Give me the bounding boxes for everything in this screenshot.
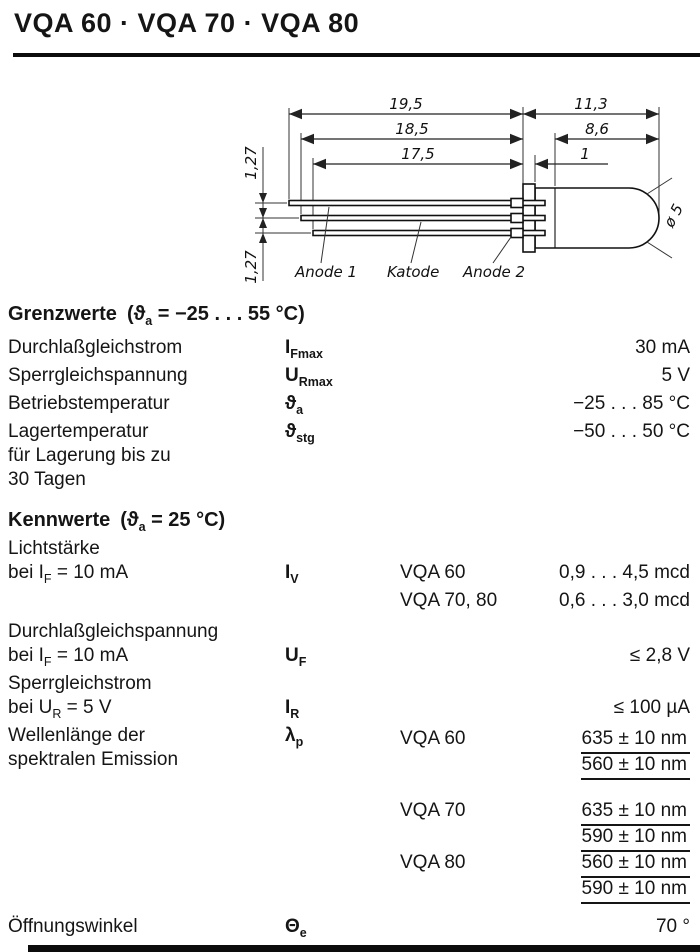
lichtstaerke-type-2: VQA 70, 80	[400, 590, 498, 611]
wavelength-value: 560 ± 10 nm	[580, 754, 690, 780]
wellenlaenge-param-line2: spektralen Emission	[8, 749, 179, 770]
wellenlaenge-type-vqa80: VQA 80	[400, 852, 466, 873]
grenzwerte-heading: Grenzwerte (ϑa = −25 . . . 55 °C)	[8, 303, 305, 328]
sperr-param: Sperrgleichstrom	[8, 673, 152, 694]
wavelength-value: 635 ± 10 nm	[580, 728, 690, 754]
durchlass-symbol: UF	[285, 645, 307, 669]
pin-label-anode1: Anode 1	[294, 263, 357, 281]
seal-anode2	[510, 227, 524, 239]
grenzwerte-value-1: 30 mA	[635, 337, 690, 358]
led-dimension-drawing: 19,5 18,5 17,5 11,3 8,6 1 1,27 1,27 ø 5 …	[225, 85, 695, 297]
grenzwerte-param-1: Durchlaßgleichstrom	[8, 337, 183, 358]
lead-katode	[300, 214, 546, 222]
grenzwerte-param-4: Lagertemperatur	[8, 421, 149, 442]
dim-label-pitch-top: 1,27	[242, 146, 260, 180]
grenzwerte-param-4-line3: 30 Tagen	[8, 469, 86, 490]
durchlass-value: ≤ 2,8 V	[629, 645, 690, 666]
grenzwerte-symbol-4: ϑstg	[285, 421, 315, 445]
dim-label-8-6: 8,6	[585, 120, 609, 138]
led-body	[288, 183, 660, 253]
kennwerte-heading-label: Kennwerte	[8, 509, 111, 531]
dimension-lines	[259, 108, 659, 243]
grenzwerte-symbol-3: ϑa	[285, 393, 304, 417]
pin-label-katode: Katode	[387, 263, 439, 281]
dim-label-diameter: ø 5	[660, 201, 687, 231]
wellenlaenge-symbol: λp	[285, 725, 304, 749]
grenzwerte-value-4: −50 . . . 50 °C	[573, 421, 690, 442]
dim-label-1: 1	[580, 145, 590, 163]
grenzwerte-param-2: Sperrgleichspannung	[8, 365, 188, 386]
seal-anode1	[510, 197, 524, 209]
lichtstaerke-type-1: VQA 60	[400, 562, 466, 583]
grenzwerte-symbol-2: URmax	[285, 365, 333, 389]
sperr-value: ≤ 100 µA	[613, 697, 690, 718]
lichtstaerke-condition: bei IF = 10 mA	[8, 562, 129, 586]
diameter-leaders	[646, 177, 673, 259]
sperr-symbol: IR	[285, 697, 300, 721]
durchlass-param: Durchlaßgleichspannung	[8, 621, 219, 642]
lead-anode1	[288, 199, 546, 207]
kennwerte-heading: Kennwerte (ϑa = 25 °C)	[8, 509, 226, 534]
grenzwerte-param-4-line2: für Lagerung bis zu	[8, 445, 171, 466]
grenzwerte-symbol-1: IFmax	[285, 337, 323, 361]
lead-anode2	[312, 229, 546, 237]
wavelength-value: 590 ± 10 nm	[580, 878, 690, 904]
grenzwerte-param-3: Betriebstemperatur	[8, 393, 170, 414]
oeffnungswinkel-param: Öffnungswinkel	[8, 916, 138, 937]
wavelength-value: 635 ± 10 nm	[580, 800, 690, 826]
dim-label-18-5: 18,5	[395, 120, 428, 138]
oeffnungswinkel-value: 70 °	[655, 916, 690, 937]
grenzwerte-value-2: 5 V	[661, 365, 690, 386]
wavelength-value: 590 ± 10 nm	[580, 826, 690, 852]
lichtstaerke-value-1: 0,9 . . . 4,5 mcd	[559, 562, 690, 583]
grenzwerte-condition: (ϑa = −25 . . . 55 °C)	[126, 303, 305, 328]
lichtstaerke-value-2: 0,6 . . . 3,0 mcd	[559, 590, 690, 611]
lichtstaerke-param: Lichtstärke	[8, 538, 100, 559]
pin-label-anode2: Anode 2	[462, 263, 525, 281]
seal-katode	[510, 212, 524, 224]
sperr-condition: bei UR = 5 V	[8, 697, 112, 721]
grenzwerte-heading-label: Grenzwerte	[8, 303, 117, 325]
bottom-rule	[28, 945, 700, 952]
dim-label-17-5: 17,5	[401, 145, 434, 163]
wellenlaenge-type-vqa60: VQA 60	[400, 728, 466, 749]
grenzwerte-value-3: −25 . . . 85 °C	[573, 393, 690, 414]
kennwerte-condition: (ϑa = 25 °C)	[120, 509, 226, 534]
lichtstaerke-symbol: IV	[285, 562, 299, 586]
pin-label-leaders	[320, 206, 512, 264]
dim-label-pitch-bottom: 1,27	[242, 250, 260, 284]
wellenlaenge-type-vqa70: VQA 70	[400, 800, 466, 821]
page-title: VQA 60 · VQA 70 · VQA 80	[14, 8, 360, 38]
durchlass-condition: bei IF = 10 mA	[8, 645, 129, 669]
dim-label-19-5: 19,5	[389, 95, 422, 113]
dim-label-11-3: 11,3	[574, 95, 607, 113]
led-drawing-svg: 19,5 18,5 17,5 11,3 8,6 1 1,27 1,27 ø 5 …	[242, 95, 687, 284]
led-dome	[534, 187, 660, 249]
oeffnungswinkel-symbol: Θe	[285, 916, 307, 940]
wavelength-value: 560 ± 10 nm	[580, 852, 690, 878]
wellenlaenge-param-line1: Wellenlänge der	[8, 725, 145, 746]
title-rule	[13, 53, 700, 57]
